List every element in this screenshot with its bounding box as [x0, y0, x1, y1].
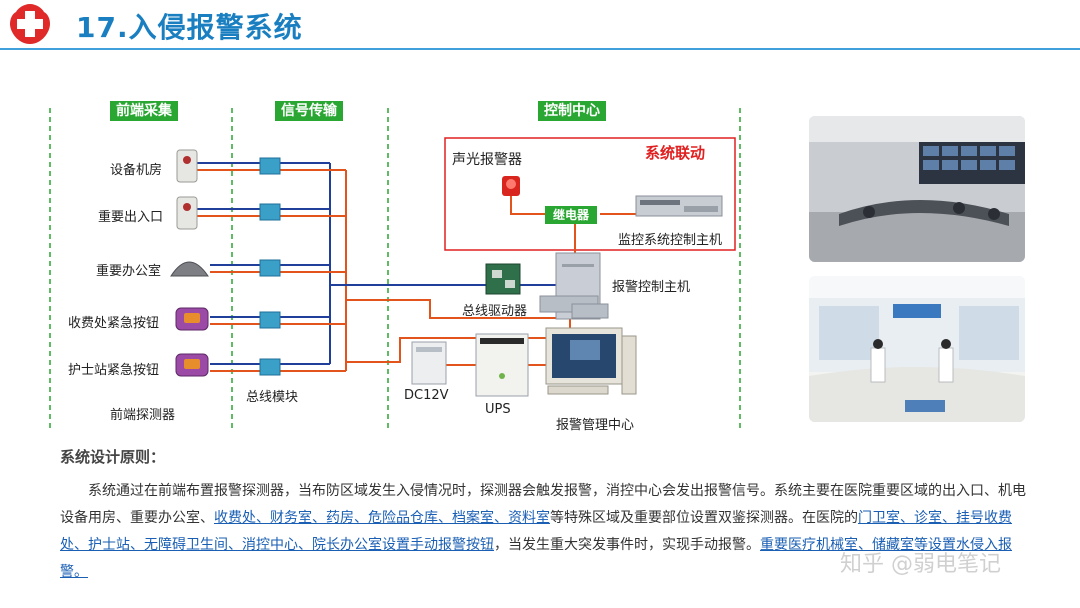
- alarm-host-device: [539, 252, 609, 320]
- dc-label: DC12V: [404, 388, 449, 403]
- panic-button-2: [175, 353, 209, 377]
- device-label: 重要出入口: [98, 210, 164, 225]
- header: 17.入侵报警系统: [0, 0, 1080, 50]
- detector-ceiling: [170, 261, 209, 277]
- dc-power-device: [411, 341, 447, 385]
- linkage-label: 系统联动: [645, 144, 706, 162]
- relay-label: 继电器: [545, 206, 598, 224]
- watermark: 知乎 @弱电笔记: [840, 552, 1001, 577]
- title-divider: [0, 48, 1080, 50]
- linkage-box: [444, 137, 736, 251]
- alarm-sounder-device: [502, 176, 520, 196]
- device-label: 设备机房: [110, 163, 163, 178]
- medical-cross-icon: [10, 4, 50, 44]
- principle-text: ，当发生重大突发事件时，实现手动报警。: [494, 537, 760, 553]
- monitor-host-device: [635, 195, 723, 217]
- front-detector-label: 前端探测器: [110, 408, 176, 423]
- ups-label: UPS: [485, 402, 511, 417]
- column-signal: 信号传输: [275, 101, 343, 121]
- device-label: 重要办公室: [96, 264, 162, 279]
- mgmt-center-label: 报警管理中心: [556, 418, 635, 433]
- nurse-station-photo: [809, 276, 1025, 422]
- management-pc-device: [545, 327, 637, 395]
- principle-title: 系统设计原则：: [60, 448, 166, 466]
- bus-module-label: 总线模块: [246, 390, 299, 405]
- trunk-lines: [330, 284, 571, 363]
- column-front: 前端采集: [110, 101, 178, 121]
- principle-paragraph: 系统通过在前端布置报警探测器，当布防区域发生入侵情况时，探测器会触发报警，消控中…: [60, 478, 1035, 586]
- panic-button-1: [175, 307, 209, 331]
- principle-text: 等特殊区域及重要部位设置双鉴探测器。在医院的: [550, 510, 858, 526]
- principle-link[interactable]: 收费处、财务室、药房、危险品仓库、档案室、资料室: [214, 510, 550, 526]
- principle-link[interactable]: 重要医疗机械室、储藏室等设置水侵入报警。: [60, 537, 1012, 580]
- device-label: 收费处紧急按钮: [68, 316, 160, 331]
- linkage-wiring: [510, 196, 636, 254]
- bus-driver-device: [485, 263, 521, 295]
- alarm-sounder-label: 声光报警器: [452, 152, 522, 168]
- device-label: 护士站紧急按钮: [68, 363, 160, 378]
- alarm-host-label: 报警控制主机: [612, 280, 691, 295]
- control-room-photo: [809, 116, 1025, 262]
- ups-device: [475, 333, 529, 397]
- page-title: 17.入侵报警系统: [76, 11, 303, 44]
- detector-pir-2: [176, 196, 198, 230]
- monitor-host-label: 监控系统控制主机: [618, 233, 723, 248]
- principle-text: 系统通过在前端布置报警探测器，当布防区域发生入侵情况时，探测器会触发报警，消控中…: [60, 483, 1026, 526]
- column-control: 控制中心: [538, 101, 606, 121]
- bus-driver-label: 总线驱动器: [462, 304, 528, 319]
- bus-modules: [259, 157, 281, 376]
- principle-link[interactable]: 门卫室、诊室、挂号收费处、护士站、无障碍卫生间、消控中心、院长办公室设置手动报警…: [60, 510, 1012, 553]
- detector-pir-1: [176, 149, 198, 183]
